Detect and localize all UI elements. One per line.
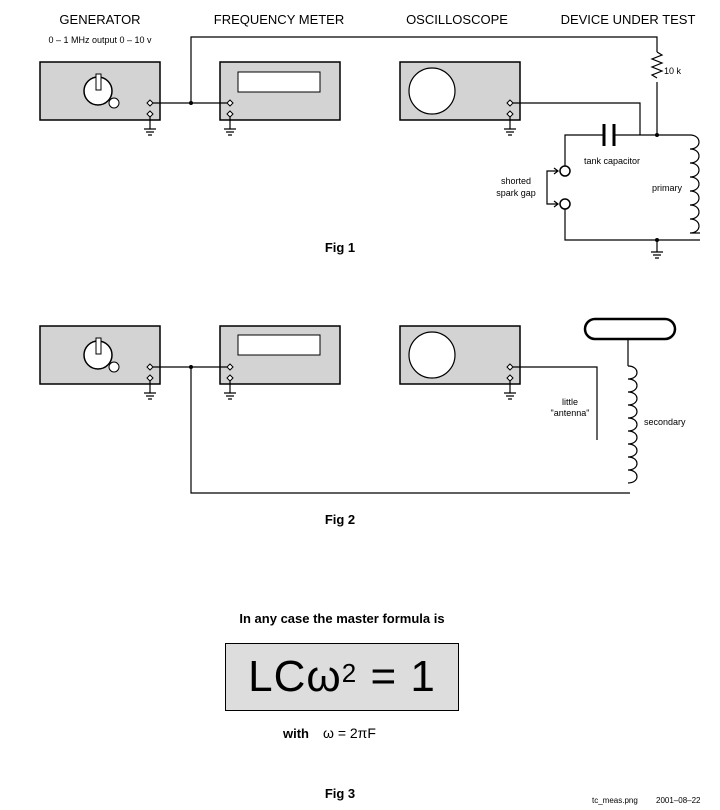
formula-exponent: 2 <box>341 657 358 688</box>
frequency-meter-label: FREQUENCY METER <box>214 12 345 27</box>
resistor-10k <box>650 51 664 79</box>
terminal <box>226 363 234 371</box>
antenna-wire <box>513 366 598 440</box>
top-feed-wire <box>190 36 658 103</box>
terminal <box>146 363 154 371</box>
formula-rest: = 1 <box>357 652 436 701</box>
frequency-display <box>237 71 321 93</box>
spark-gap-electrode <box>559 198 571 210</box>
generator-spec: 0 – 1 MHz output 0 – 10 v <box>48 35 152 45</box>
terminal <box>226 99 234 107</box>
formula-main: LCω <box>248 652 342 701</box>
primary-coil <box>689 134 700 234</box>
spark-gap-short <box>546 170 558 205</box>
fig3-caption: Fig 3 <box>325 786 355 801</box>
tank-loop-bottom <box>564 209 700 241</box>
fig2-caption: Fig 2 <box>325 512 355 527</box>
frequency-display <box>237 334 321 356</box>
spark-gap-electrode <box>559 165 571 177</box>
fig1-caption: Fig 1 <box>325 240 355 255</box>
fig2-diagram: little "antenna" secondary Fig 2 <box>39 317 686 527</box>
fig1-diagram: GENERATOR FREQUENCY METER OSCILLOSCOPE D… <box>39 12 700 259</box>
ground-symbol <box>144 381 156 400</box>
terminal <box>506 363 514 371</box>
short-arrow <box>553 167 559 208</box>
generator-button <box>108 97 120 109</box>
ground-symbol <box>651 240 663 259</box>
ground-symbol <box>504 381 516 400</box>
device-under-test-label: DEVICE UNDER TEST <box>561 12 696 27</box>
antenna-label: "antenna" <box>551 408 590 418</box>
tank-capacitor-label: tank capacitor <box>584 156 640 166</box>
ground-symbol <box>504 117 516 136</box>
knob-pointer <box>95 73 102 91</box>
oscilloscope-screen <box>408 331 456 379</box>
scope-probe-wire <box>513 102 641 135</box>
spark-gap-label: spark gap <box>496 188 536 198</box>
bottom-feed-wire <box>190 367 630 494</box>
generator-label: GENERATOR <box>59 12 140 27</box>
primary-label: primary <box>652 183 683 193</box>
with-text: with <box>282 726 309 741</box>
footer-filename: tc_meas.png <box>592 796 638 805</box>
tank-capacitor-symbol <box>602 124 616 146</box>
formula-intro: In any case the master formula is <box>239 611 444 626</box>
oscilloscope-label: OSCILLOSCOPE <box>406 12 508 27</box>
antenna-label: little <box>562 397 578 407</box>
junction <box>655 238 659 242</box>
footer-date: 2001–08–22 <box>656 796 701 805</box>
oscilloscope-screen <box>408 67 456 115</box>
tank-loop-top <box>564 134 690 166</box>
resistor-label: 10 k <box>664 66 682 76</box>
toroid-top-load <box>583 317 677 341</box>
knob-pointer <box>95 337 102 355</box>
ground-symbol <box>224 117 236 136</box>
omega-definition: ω = 2πF <box>323 725 376 741</box>
generator-button <box>108 361 120 373</box>
terminal <box>146 99 154 107</box>
ground-symbol <box>224 381 236 400</box>
terminal <box>506 99 514 107</box>
secondary-label: secondary <box>644 417 686 427</box>
spark-gap-label: shorted <box>501 176 531 186</box>
ground-symbol <box>144 117 156 136</box>
secondary-coil <box>627 365 638 484</box>
